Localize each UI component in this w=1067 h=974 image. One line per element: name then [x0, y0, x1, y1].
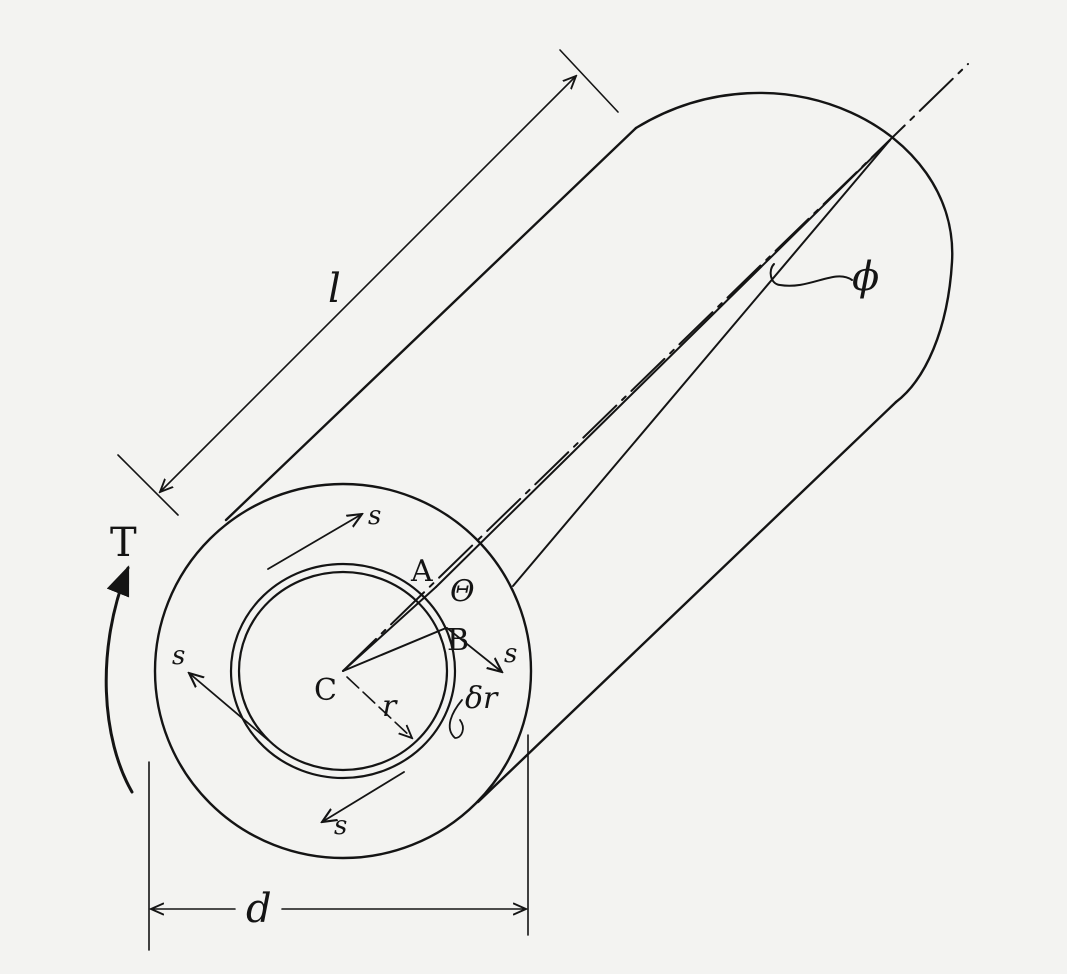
diameter-label: d [246, 886, 272, 932]
phi-leader [769, 263, 853, 287]
stress-label-right: s [504, 639, 517, 669]
point-b-label: B [447, 623, 469, 658]
diameter-dimension [148, 734, 529, 951]
stress-label-lower: s [334, 811, 347, 841]
center-label: C [314, 673, 337, 708]
length-label: l [328, 266, 341, 312]
cylinder-far-end-arc [634, 91, 954, 404]
length-extension-near [117, 454, 179, 516]
ring-outer-circle [229, 562, 457, 780]
twist-angle-label: ϕ [852, 254, 879, 300]
stress-arrow-right [446, 627, 502, 672]
ring-thickness-label: δr [465, 681, 499, 716]
radius-label: r [382, 689, 398, 724]
stress-label-upper: s [368, 501, 381, 531]
stress-arrow-left [189, 673, 269, 741]
ring-inner-circle [237, 570, 449, 772]
shear-stress-arrows [189, 514, 502, 822]
torque-label: T [110, 520, 137, 566]
line-c-to-a [342, 586, 437, 672]
radius-arrow [346, 676, 412, 738]
stress-label-left: s [172, 641, 185, 671]
twist-geometry [342, 139, 891, 739]
length-extension-far [559, 49, 619, 113]
delta-r-hook [448, 699, 464, 739]
cylinder-top-edge [224, 126, 638, 522]
generator-line-a [435, 139, 891, 588]
shear-strain-angle-label: Θ [450, 574, 475, 609]
stress-arrow-lower [322, 771, 405, 822]
point-a-label: A [410, 554, 433, 589]
stress-arrow-upper [267, 514, 362, 570]
cylinder-bottom-edge [476, 400, 898, 804]
torque-arc-arrow [104, 565, 134, 794]
length-dimension-line [160, 76, 576, 492]
line-c-to-b [342, 627, 447, 672]
generator-line-twisted [512, 139, 891, 587]
length-dimension [117, 49, 619, 516]
